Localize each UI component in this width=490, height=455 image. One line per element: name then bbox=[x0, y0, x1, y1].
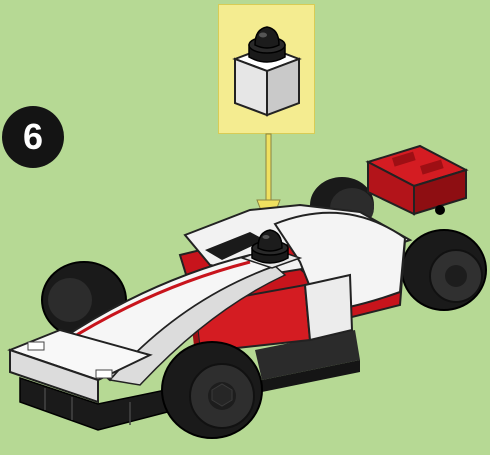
rear-right-tire bbox=[402, 230, 486, 310]
rear-wing bbox=[368, 146, 466, 215]
front-right-tire bbox=[162, 342, 262, 438]
